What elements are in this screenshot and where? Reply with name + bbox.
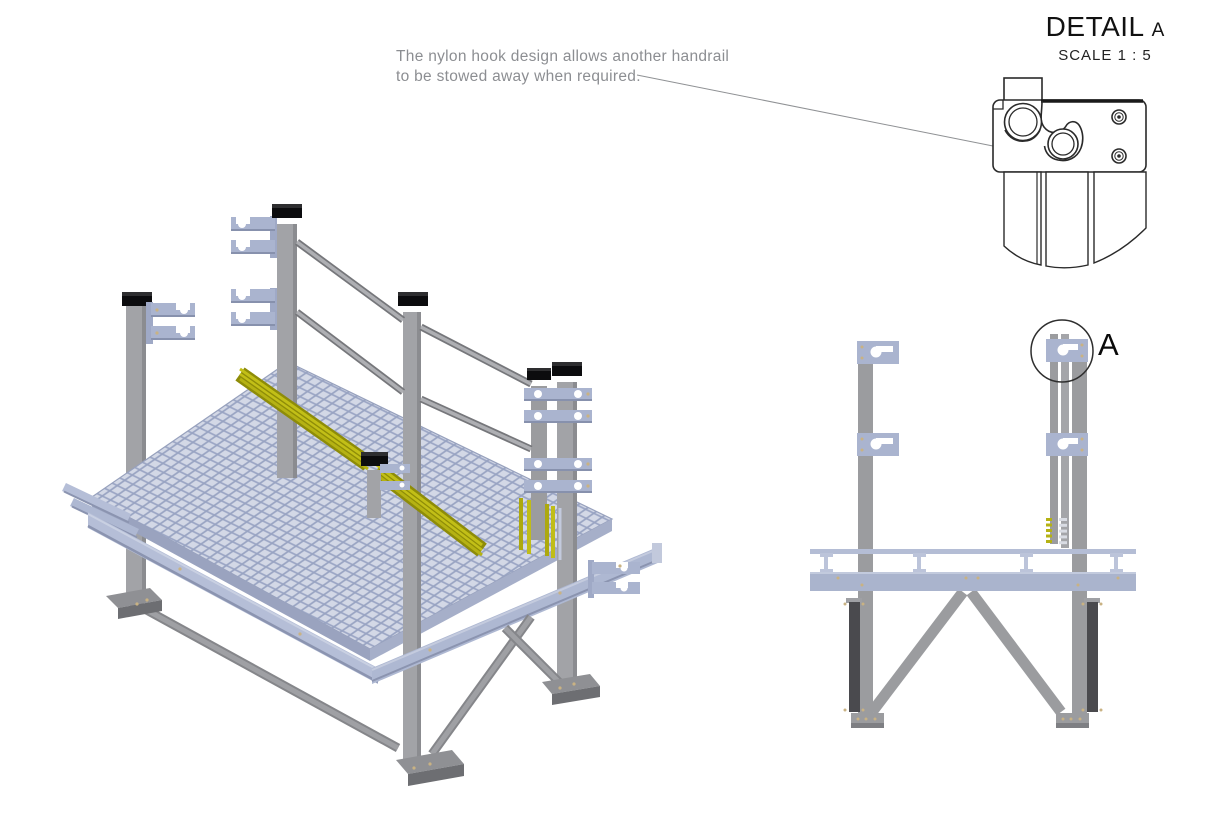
detail-callout-letter: A — [1098, 327, 1119, 362]
annotation-leader-line — [636, 74, 1005, 150]
hook-bracket-icon — [1046, 339, 1088, 362]
detail-post-stub — [1003, 77, 1043, 102]
side-stowed-toeboard — [1046, 518, 1067, 545]
hook-bracket-icon — [857, 341, 899, 364]
side-feet — [851, 713, 1089, 728]
iso-post-caps — [272, 204, 582, 380]
side-main-post — [1072, 343, 1087, 715]
hook-bracket-icon — [857, 433, 899, 456]
detail-title-letter: A — [1151, 20, 1165, 41]
annotation-line: The nylon hook design allows another han… — [396, 48, 730, 65]
post-cap-icon — [122, 292, 152, 298]
iso-stub-post — [361, 452, 410, 518]
detail-scale-label: SCALE 1 : 5 — [1058, 47, 1152, 64]
iso-grating-platform — [90, 361, 614, 661]
side-left-post — [858, 343, 873, 715]
detail-view — [992, 77, 1147, 269]
iso-handrail-tubes — [294, 239, 533, 453]
side-brace — [966, 588, 1066, 716]
side-elevation-view — [810, 319, 1136, 728]
hook-bracket-icon — [231, 288, 277, 330]
side-brace — [867, 588, 968, 716]
detail-bolt-icon — [1111, 109, 1127, 164]
nylon-hook-profile — [1040, 100, 1084, 162]
detail-handrail-tube — [1003, 102, 1079, 160]
side-platform-deck — [810, 549, 1136, 591]
hook-bracket-icon — [524, 458, 592, 493]
detail-callout-circle — [1030, 319, 1094, 383]
side-strut-bars — [843, 598, 1103, 712]
iso-base-plates — [106, 588, 600, 786]
hook-bracket-icon — [588, 560, 640, 598]
detail-post-sections — [1003, 171, 1147, 269]
hook-bracket-icon — [1046, 433, 1088, 456]
annotation-note: The nylon hook design allows another han… — [396, 47, 729, 86]
iso-fasteners — [135, 564, 622, 770]
hook-bracket-icon — [146, 302, 195, 344]
hook-bracket-icon — [524, 388, 592, 423]
annotation-line: to be stowed away when required. — [396, 67, 641, 85]
hook-bracket-icon — [231, 216, 277, 258]
iso-braces — [129, 598, 565, 757]
detail-title-text: DETAIL — [1045, 11, 1145, 42]
isometric-view — [62, 204, 662, 786]
detail-view-title: DETAIL A — [1035, 11, 1175, 43]
